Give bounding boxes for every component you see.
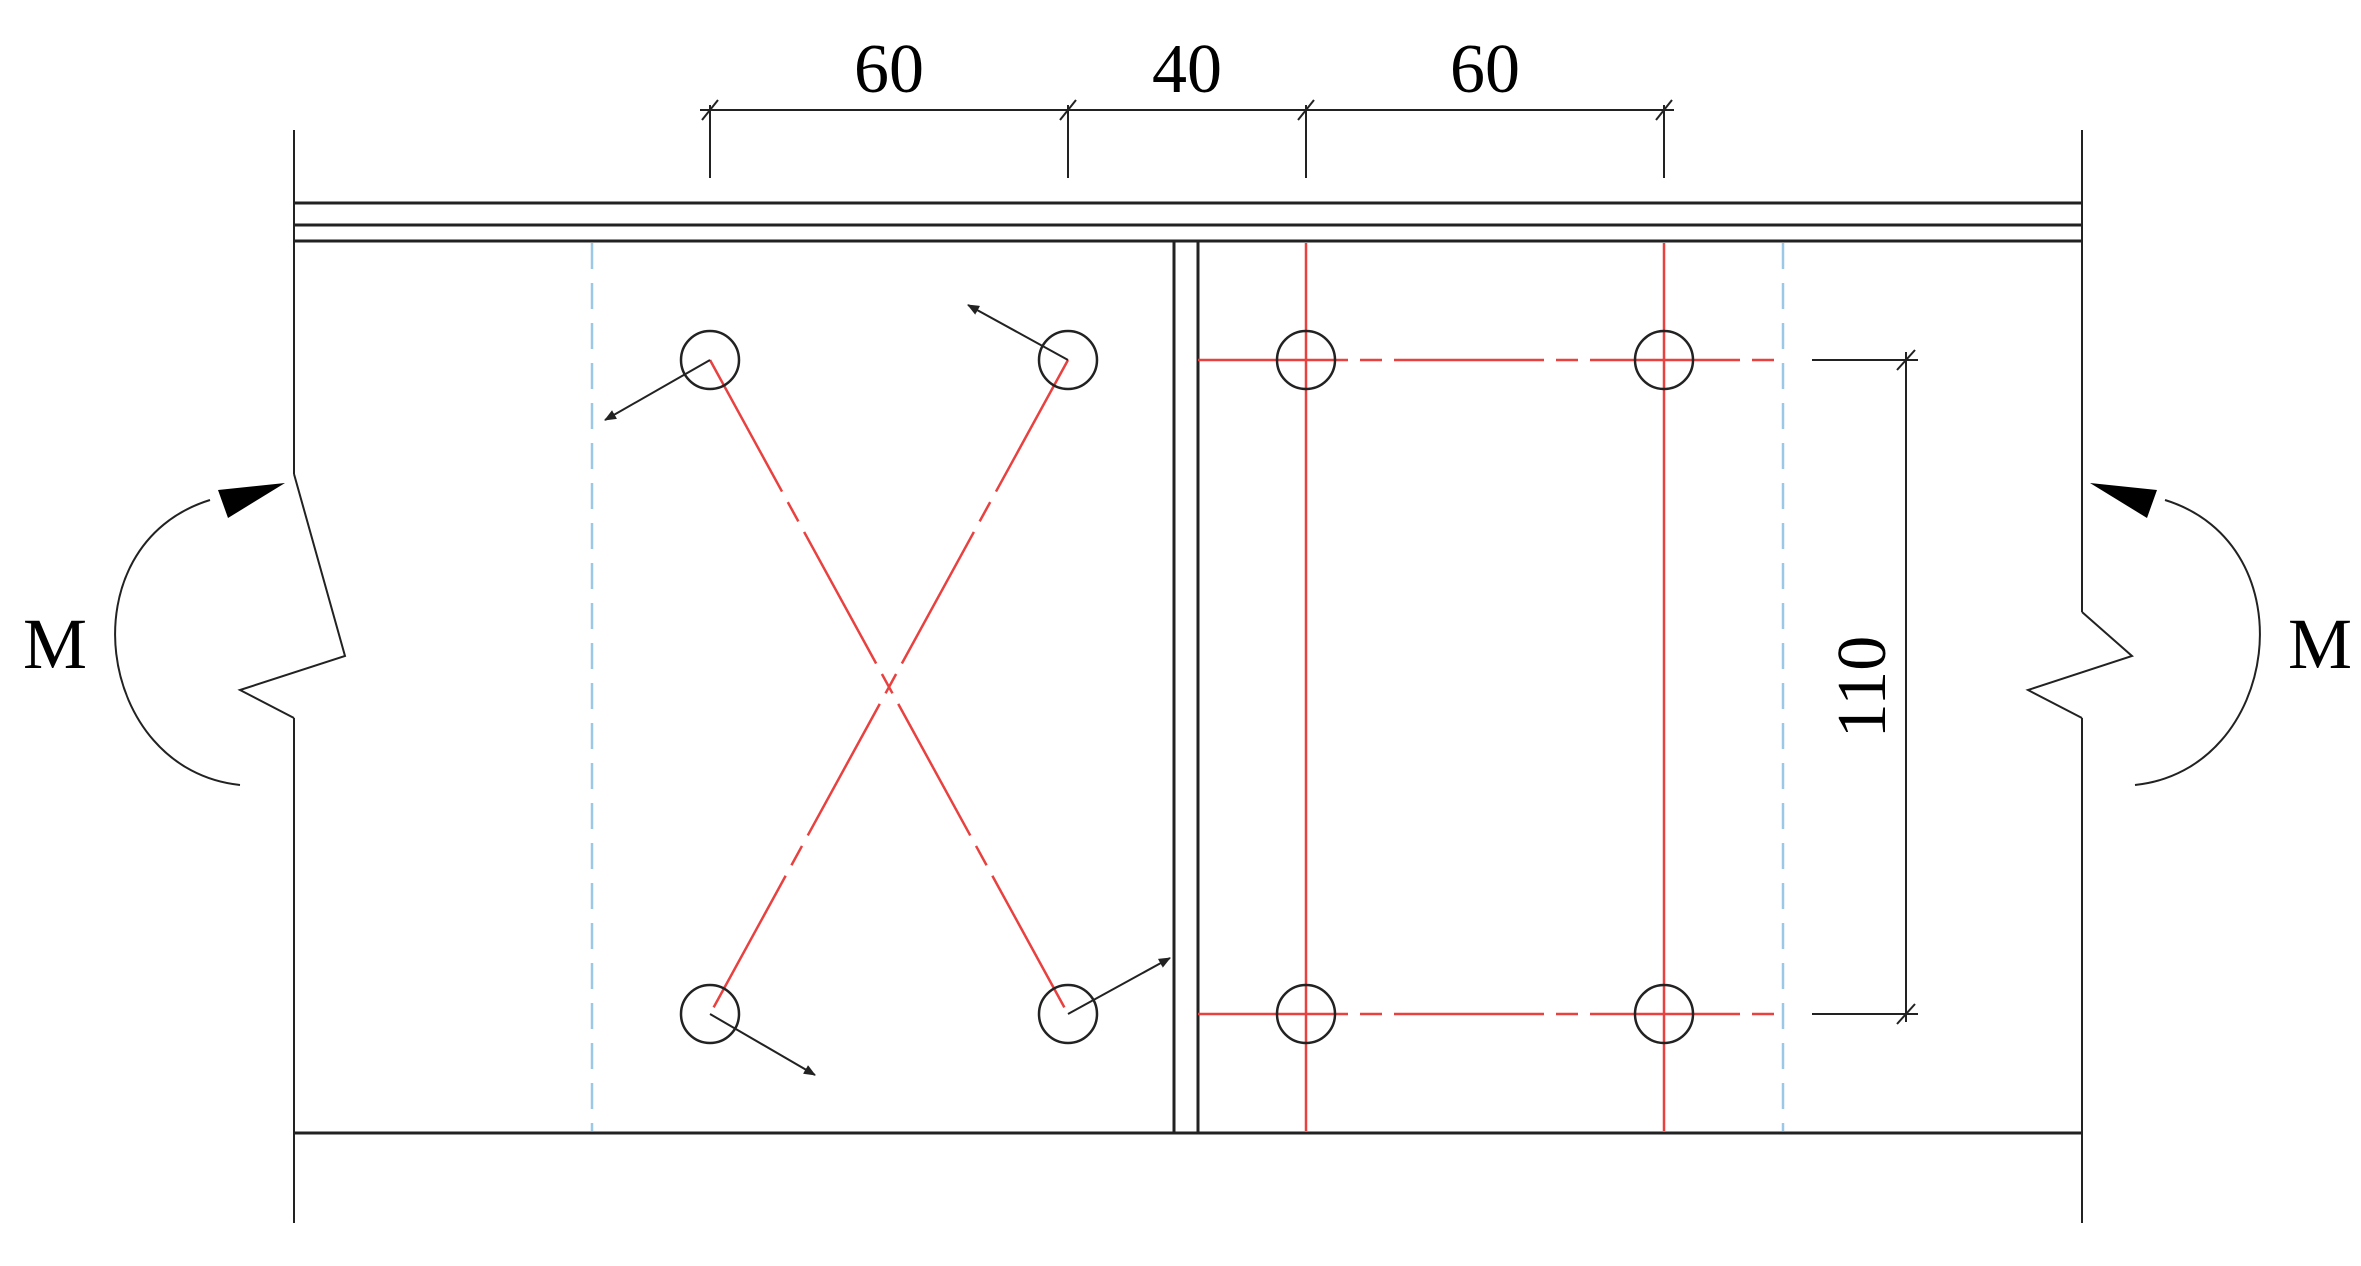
dimension-label-1: 60 [854,31,924,108]
bolt-force-arrow [967,304,1069,361]
bolt-hole [1275,983,1337,1045]
dimension-label-3: 60 [1450,31,1520,108]
moment-label-right: M [2288,604,2352,684]
bolt-force-arrow [709,1013,816,1076]
left-bolt-group [604,304,1171,1076]
right-dimension: 110 [1812,349,1918,1025]
beam-outline [237,130,2134,1223]
right-bolt-group [1198,243,1783,1131]
moment-label-left: M [23,604,87,684]
bolt-hole [1633,329,1695,391]
moment-arrow-icon [218,483,285,518]
top-dimension-chain: 60 40 60 [700,31,1674,178]
bolt-hole [679,983,741,1045]
moment-arrow-icon [2090,483,2157,518]
bolt-hole [1037,329,1099,391]
bolt-force-arrow [604,359,711,421]
bolt-hole [679,329,741,391]
bolt-hole [1037,983,1099,1045]
splice-plate-edges [590,243,1785,1131]
bolt-force-arrow [1067,957,1171,1015]
bolt-hole [1275,329,1337,391]
dimension-label-2: 40 [1152,31,1222,108]
splice-joint [1172,241,1200,1133]
right-moment: M [2090,483,2352,786]
dimension-label-vertical: 110 [1824,636,1901,738]
bolt-hole [1633,983,1695,1045]
left-moment: M [23,483,285,786]
